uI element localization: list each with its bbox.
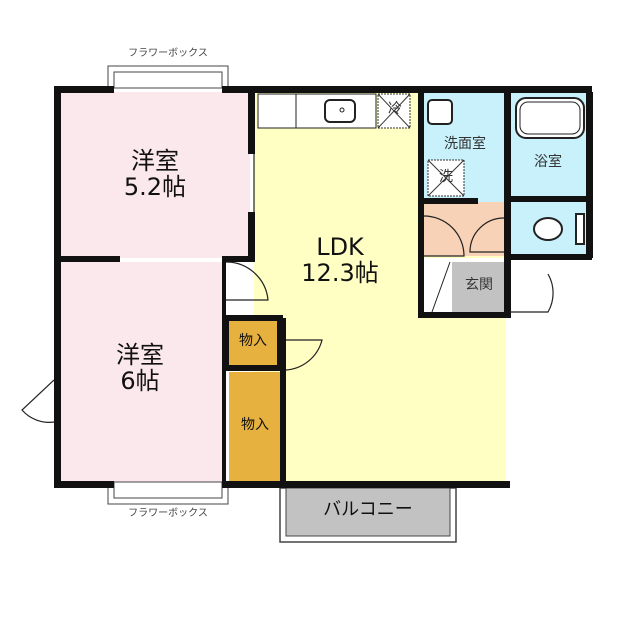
flower-box-top-label: フラワーボックス bbox=[128, 48, 208, 59]
bathtub-icon bbox=[515, 97, 585, 139]
balcony-label: バルコニー bbox=[323, 499, 413, 520]
hall-area bbox=[422, 202, 506, 256]
ldk-size: 12.3帖 bbox=[301, 259, 379, 288]
door-window-left bbox=[21, 379, 55, 423]
bedroom1-area bbox=[60, 92, 250, 258]
bedroom2-size: 6帖 bbox=[120, 367, 160, 396]
ldk-label: LDK 12.3帖 bbox=[260, 234, 420, 287]
flower-box-bottom-label: フラワーボックス bbox=[128, 508, 208, 519]
door-hall bbox=[423, 215, 465, 257]
fridge-label: 冷 bbox=[388, 101, 402, 117]
bedroom1-label: 洋室 5.2帖 bbox=[60, 148, 250, 201]
washer-label: 洗 bbox=[439, 169, 453, 185]
door-toilet bbox=[469, 217, 505, 253]
washroom-label: 洗面室 bbox=[444, 136, 486, 152]
bedroom2-label: 洋室 6帖 bbox=[60, 342, 220, 395]
kitchen-counter bbox=[257, 93, 377, 129]
toilet-icon bbox=[533, 217, 563, 241]
ldk-name: LDK bbox=[316, 233, 364, 261]
walls bbox=[54, 86, 593, 488]
bedroom2-area bbox=[60, 262, 224, 482]
bedroom1-name: 洋室 bbox=[131, 147, 179, 175]
bath-label: 浴室 bbox=[534, 154, 562, 170]
entrance-label: 玄関 bbox=[465, 277, 493, 293]
bedroom2-name: 洋室 bbox=[116, 341, 164, 369]
door-bedroom2 bbox=[225, 261, 269, 301]
bedroom1-size: 5.2帖 bbox=[123, 173, 187, 202]
door-entrance bbox=[510, 273, 554, 313]
closet-lower-area bbox=[229, 372, 281, 482]
washbasin-icon bbox=[427, 99, 453, 125]
closet-upper-label: 物入 bbox=[239, 333, 267, 349]
door-closet bbox=[285, 339, 323, 371]
closet-lower-label: 物入 bbox=[241, 417, 269, 433]
